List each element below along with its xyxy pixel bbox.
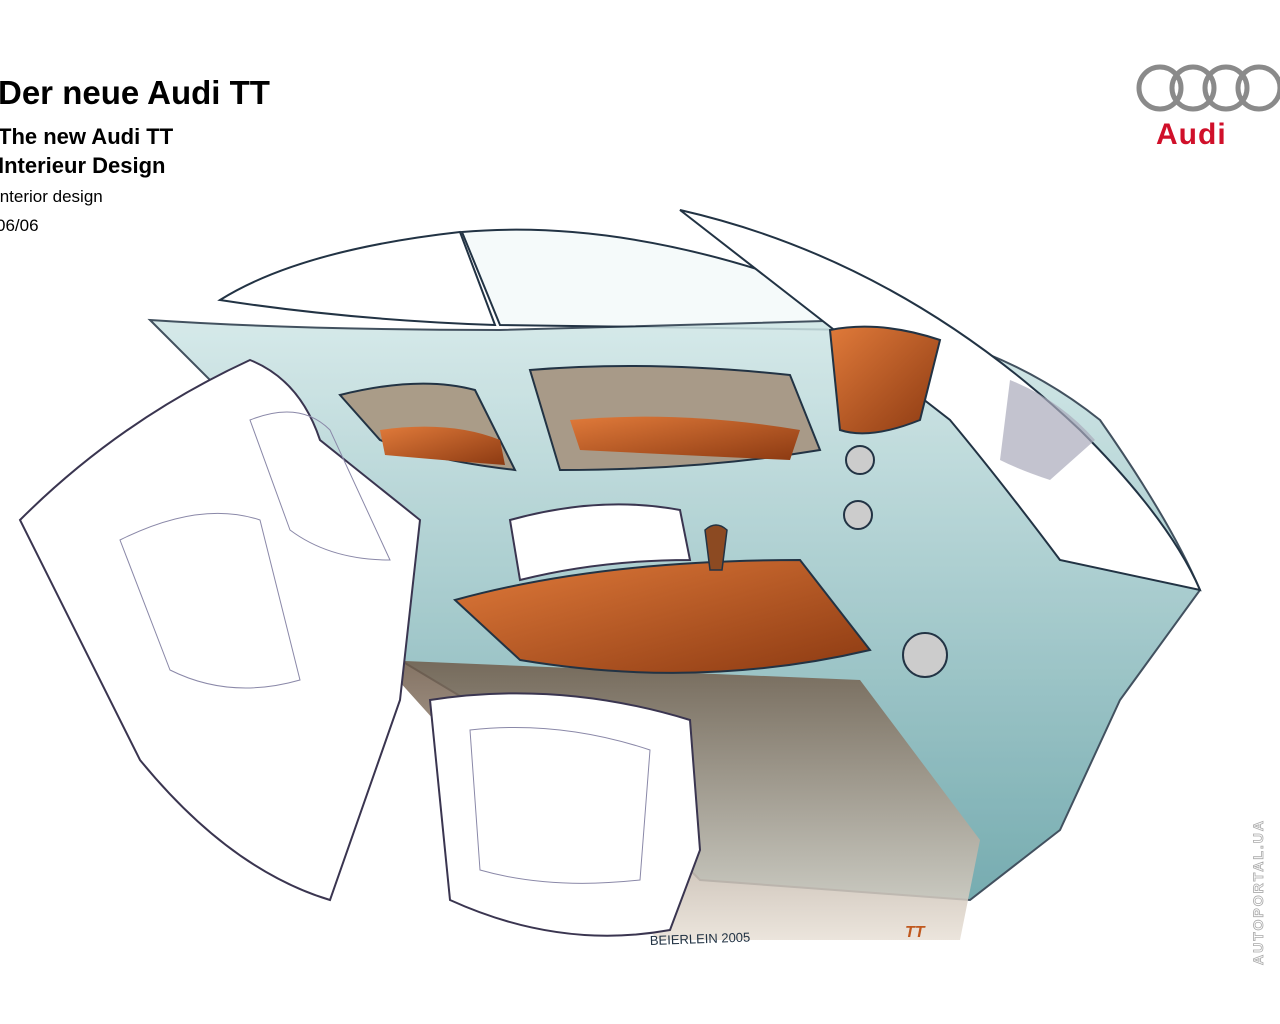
audi-wordmark: Audi — [1156, 118, 1227, 151]
subtitle-english: The new Audi TT — [0, 124, 174, 149]
caption: Interior design — [0, 187, 103, 206]
front-seat-left — [428, 692, 702, 937]
dash-top — [828, 325, 942, 435]
date: 06/06 — [0, 216, 39, 235]
center-console — [452, 558, 872, 674]
page-title: Der neue Audi TT — [0, 74, 270, 111]
tt-badge: TT — [905, 924, 926, 941]
audi-rings-logo — [1136, 64, 1280, 112]
watermark: AUTOPORTAL.UA — [1250, 818, 1267, 966]
door-armrest — [570, 416, 800, 460]
windshield-area — [679, 209, 1202, 592]
signature: BEIERLEIN 2005 — [650, 930, 751, 948]
air-vent — [902, 632, 948, 678]
rear-seat — [18, 358, 422, 902]
subtitle-german: Interieur Design — [0, 153, 166, 178]
speaker-grille — [1000, 380, 1095, 480]
front-seat-right — [508, 503, 692, 582]
gear-knob — [704, 524, 728, 571]
rear-armrest — [380, 426, 505, 465]
rear-window — [217, 230, 497, 327]
